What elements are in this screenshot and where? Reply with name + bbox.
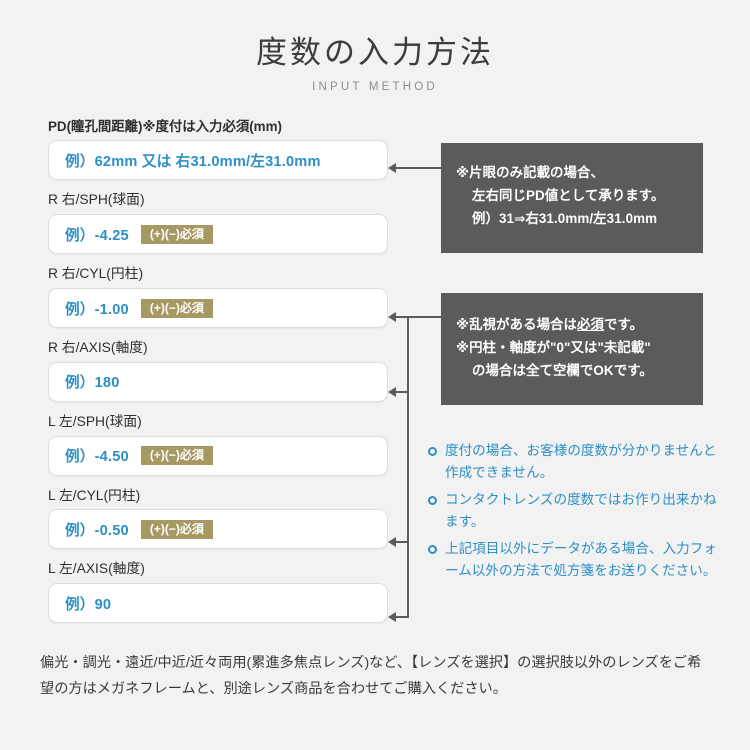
l-cyl-input[interactable]: 例）-0.50 (+)(−)必須	[48, 509, 388, 550]
callout-cyl-note: ※乱視がある場合は必須です。 ※円柱・軸度が"0"又は"未記載" の場合は全て空…	[441, 293, 703, 405]
field-l-sph: L 左/SPH(球面) 例）-4.50 (+)(−)必須	[48, 413, 388, 476]
footer-text: 偏光・調光・遠近/中近/近々両用(累進多焦点レンズ)など、【レンズを選択】の選択…	[40, 655, 702, 698]
l-sph-placeholder: 例）-4.50	[65, 449, 129, 466]
field-l-cyl: L 左/CYL(円柱) 例）-0.50 (+)(−)必須	[48, 487, 388, 550]
callout-cyl-line3: の場合は全て空欄でOKです。	[472, 363, 653, 379]
page-title: 度数の入力方法	[256, 35, 494, 70]
field-pd-label: PD(瞳孔間距離)※度付は入力必須(mm)	[48, 119, 282, 134]
list-item: 度付の場合、お客様の度数が分かりませんと作成できません。	[428, 440, 718, 484]
field-l-axis: L 左/AXIS(軸度) 例）90	[48, 561, 388, 624]
field-r-axis: R 右/AXIS(軸度) 例）180	[48, 341, 388, 402]
l-sph-required-badge: (+)(−)必須	[140, 446, 213, 466]
field-r-axis-label: R 右/AXIS(軸度)	[48, 340, 148, 355]
field-l-cyl-label: L 左/CYL(円柱)	[48, 487, 141, 503]
connector-trunk-vertical	[407, 316, 409, 618]
connector-branch-l-axis	[396, 616, 409, 618]
r-axis-placeholder: 例）180	[65, 375, 120, 392]
connector-l-cyl-arrowhead	[388, 537, 396, 547]
r-sph-placeholder: 例）-4.25	[65, 227, 129, 244]
callout-cyl-line1: ※乱視がある場合は必須です。	[456, 313, 703, 336]
r-sph-input[interactable]: 例）-4.25 (+)(−)必須	[48, 214, 388, 255]
list-item: コンタクトレンズの度数ではお作り出来かねます。	[428, 489, 718, 533]
connector-l-axis-arrowhead	[388, 612, 396, 622]
callout-pd-note: ※片眼のみ記載の場合、 左右同じPD値として承ります。 例）31⇒右31.0mm…	[441, 143, 703, 253]
field-r-cyl: R 右/CYL(円柱) 例）-1.00 (+)(−)必須	[48, 267, 388, 328]
field-l-axis-label: L 左/AXIS(軸度)	[48, 561, 145, 577]
connector-r-axis-arrowhead	[388, 387, 396, 397]
callout-cyl-line1-pre: ※乱視がある場合は	[456, 317, 578, 332]
field-r-sph-label: R 右/SPH(球面)	[48, 192, 145, 208]
note-text: 度付の場合、お客様の度数が分かりませんと作成できません。	[445, 443, 717, 481]
r-cyl-placeholder: 例）-1.00	[65, 301, 129, 318]
l-cyl-placeholder: 例）-0.50	[65, 522, 129, 539]
r-axis-input[interactable]: 例）180	[48, 361, 388, 402]
callout-cyl-line1-post: です。	[604, 317, 644, 332]
connector-branch-l-cyl	[396, 541, 409, 543]
callout-pd-line2: 左右同じPD値として承ります。	[472, 188, 665, 204]
r-sph-required-badge: (+)(−)必須	[140, 224, 213, 244]
callout-cyl-line2: ※円柱・軸度が"0"又は"未記載"	[456, 340, 651, 356]
prescription-form: PD(瞳孔間距離)※度付は入力必須(mm) 例）62mm 又は 右31.0mm/…	[48, 120, 388, 636]
field-pd: PD(瞳孔間距離)※度付は入力必須(mm) 例）62mm 又は 右31.0mm/…	[48, 119, 388, 181]
page-subtitle: INPUT METHOD	[312, 81, 438, 94]
l-sph-input[interactable]: 例）-4.50 (+)(−)必須	[48, 435, 388, 476]
l-cyl-required-badge: (+)(−)必須	[140, 519, 213, 539]
callout-cyl-line1-underline: 必須	[577, 317, 605, 332]
r-cyl-input[interactable]: 例）-1.00 (+)(−)必須	[48, 288, 388, 328]
pd-input[interactable]: 例）62mm 又は 右31.0mm/左31.0mm	[48, 140, 388, 181]
circle-bullet-icon	[428, 545, 437, 555]
connector-branch-r-axis	[396, 391, 409, 393]
connector-branch-r-cyl	[396, 316, 409, 318]
connector-r-cyl-arrowhead	[388, 312, 396, 322]
field-r-cyl-label: R 右/CYL(円柱)	[48, 266, 144, 282]
l-axis-placeholder: 例）90	[65, 596, 112, 613]
field-r-sph: R 右/SPH(球面) 例）-4.25 (+)(−)必須	[48, 192, 388, 255]
footer-note: 偏光・調光・遠近/中近/近々両用(累進多焦点レンズ)など、【レンズを選択】の選択…	[40, 650, 712, 703]
r-cyl-required-badge: (+)(−)必須	[140, 298, 213, 318]
circle-bullet-icon	[428, 447, 437, 456]
page-header: 度数の入力方法 INPUT METHOD	[0, 34, 750, 93]
connector-pd-line	[396, 167, 442, 169]
note-text: 上記項目以外にデータがある場合、入力フォーム以外の方法で処方箋をお送りください。	[445, 541, 717, 579]
field-l-sph-label: L 左/SPH(球面)	[48, 413, 142, 429]
list-item: 上記項目以外にデータがある場合、入力フォーム以外の方法で処方箋をお送りください。	[428, 538, 718, 582]
note-text: コンタクトレンズの度数ではお作り出来かねます。	[445, 492, 717, 530]
connector-pd-arrowhead	[388, 163, 396, 173]
circle-bullet-icon	[428, 496, 437, 506]
connector-trunk-to-callout	[407, 316, 442, 318]
callout-pd-line1: ※片眼のみ記載の場合、	[456, 165, 605, 180]
notes-list: 度付の場合、お客様の度数が分かりませんと作成できません。 コンタクトレンズの度数…	[428, 440, 718, 587]
pd-placeholder: 例）62mm 又は 右31.0mm/左31.0mm	[65, 153, 321, 170]
callout-pd-line3: 例）31⇒右31.0mm/左31.0mm	[472, 211, 658, 227]
l-axis-input[interactable]: 例）90	[48, 583, 388, 624]
